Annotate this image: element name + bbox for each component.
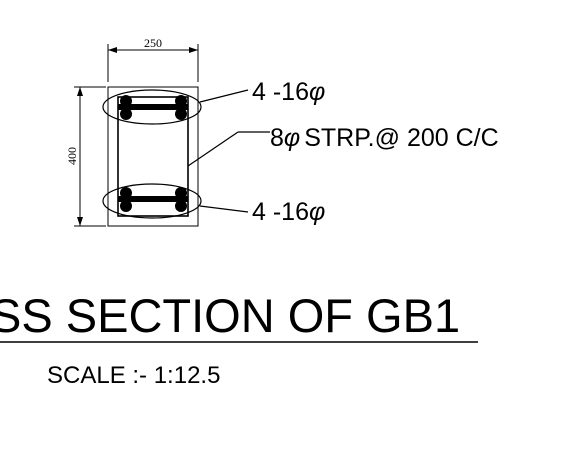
- beam-outline: [107, 86, 199, 227]
- leader-lines: [187, 89, 270, 213]
- width-dimension: [107, 44, 199, 82]
- depth-dimension-label: 400: [65, 147, 79, 165]
- drawing-scale: SCALE :- 1:12.5: [47, 362, 220, 389]
- bottom-bars-label: 4 -16φ: [252, 198, 325, 226]
- drawing-title: SS SECTION OF GB1: [0, 289, 460, 342]
- top-bars-highlight: [102, 89, 202, 125]
- top-bars-label: 4 -16φ: [252, 78, 325, 106]
- bottom-bars-highlight: [102, 183, 202, 219]
- depth-dimension: [74, 86, 106, 227]
- stirrup: [117, 96, 189, 217]
- bottom-reinforcement: [118, 187, 188, 212]
- width-dimension-label: 250: [144, 36, 162, 50]
- top-reinforcement: [118, 95, 188, 120]
